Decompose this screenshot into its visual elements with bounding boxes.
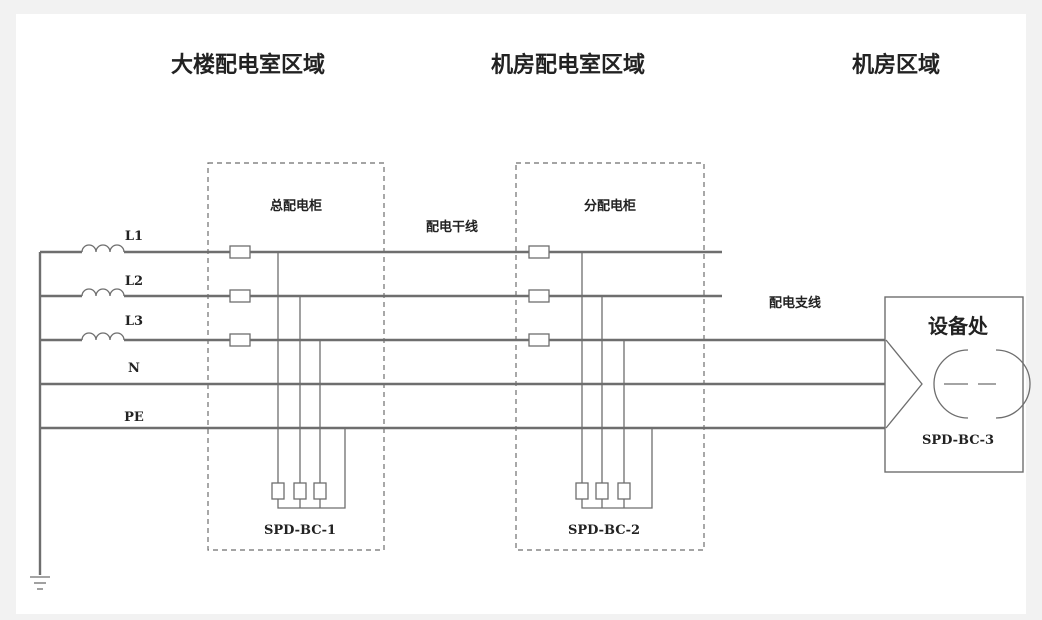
sub-panel-label: 分配电柜 bbox=[584, 198, 636, 214]
zone-title-building: 大楼配电室区域 bbox=[171, 52, 325, 78]
zone-title-machine-room-distribution: 机房配电室区域 bbox=[491, 52, 645, 78]
spd1-element-1 bbox=[271, 482, 285, 500]
fuse-sub-l3 bbox=[528, 333, 550, 347]
spd2-element-3 bbox=[617, 482, 631, 500]
conductor-label-l1: L1 bbox=[125, 229, 143, 244]
branch-line-label: 配电支线 bbox=[769, 295, 821, 311]
conductor-label-l2: L2 bbox=[125, 274, 143, 289]
fuse-main-l1 bbox=[229, 245, 251, 259]
spd1-label: SPD-BC-1 bbox=[264, 523, 336, 538]
diagram-frame bbox=[16, 14, 1026, 614]
trunk-line-label: 配电干线 bbox=[426, 219, 478, 235]
fuse-main-l2 bbox=[229, 289, 251, 303]
spd2-label: SPD-BC-2 bbox=[568, 523, 640, 538]
sub-panel-enclosure bbox=[515, 162, 705, 551]
fuse-main-l3 bbox=[229, 333, 251, 347]
ground-symbol bbox=[30, 576, 50, 590]
spd2-element-1 bbox=[575, 482, 589, 500]
inductor-l2 bbox=[81, 288, 125, 297]
fuse-sub-l2 bbox=[528, 289, 550, 303]
inductor-l1 bbox=[81, 244, 125, 253]
spd3-symbol bbox=[933, 349, 1031, 419]
zone-title-machine-room: 机房区域 bbox=[852, 52, 940, 78]
inductor-l3 bbox=[81, 332, 125, 341]
spd2-connections bbox=[581, 252, 653, 509]
spd1-element-3 bbox=[313, 482, 327, 500]
spd1-element-2 bbox=[293, 482, 307, 500]
fuse-sub-l1 bbox=[528, 245, 550, 259]
conductor-label-l3: L3 bbox=[125, 314, 143, 329]
equipment-connector bbox=[885, 339, 923, 429]
conductor-label-pe: PE bbox=[124, 410, 144, 425]
equipment-title: 设备处 bbox=[928, 314, 989, 338]
spd2-element-2 bbox=[595, 482, 609, 500]
spd1-connections bbox=[277, 252, 346, 509]
main-panel-label: 总配电柜 bbox=[270, 198, 322, 214]
spd3-label: SPD-BC-3 bbox=[922, 433, 994, 448]
conductor-label-n: N bbox=[128, 361, 140, 376]
main-panel-enclosure bbox=[207, 162, 385, 551]
